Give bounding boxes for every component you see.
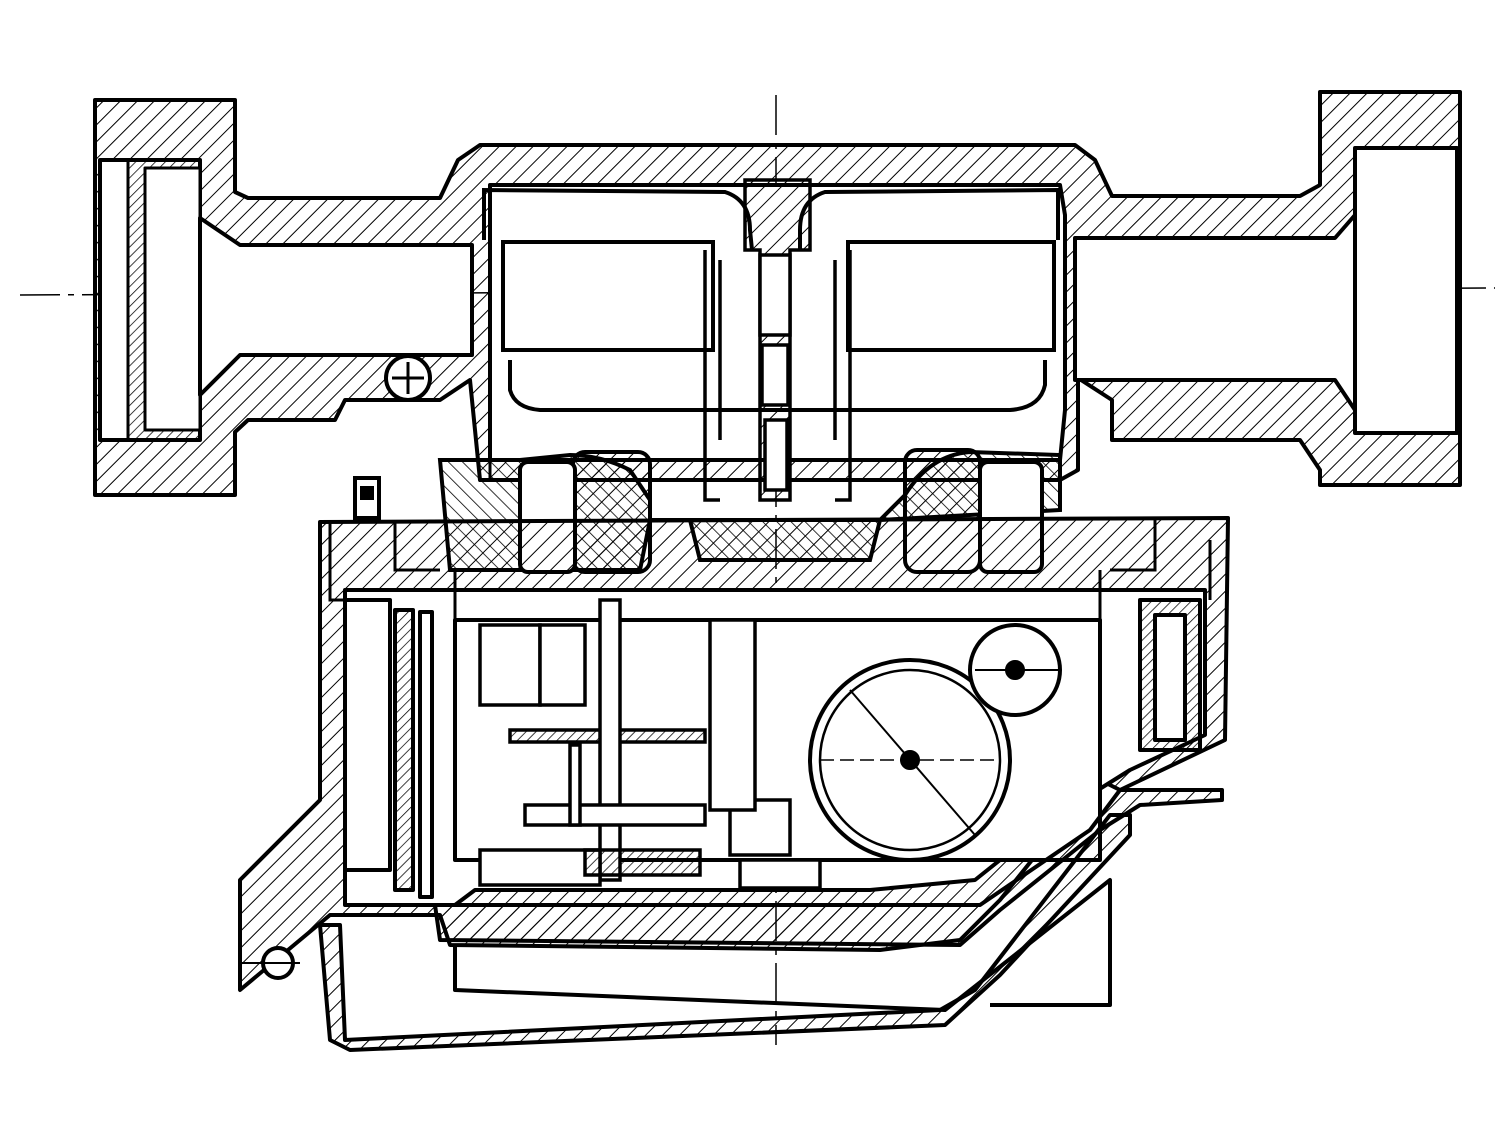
central-shaft [703,178,852,502]
cover-glass [318,788,1224,1052]
outlet-connection [1353,146,1459,435]
check-ball [384,354,1062,717]
counter-drum [808,658,1012,862]
terminal-pin [353,476,381,520]
impeller-blade-right [846,240,1056,352]
sealing-eyelet [240,946,300,980]
gear-train [478,598,822,890]
impeller-blade-left [501,240,715,352]
